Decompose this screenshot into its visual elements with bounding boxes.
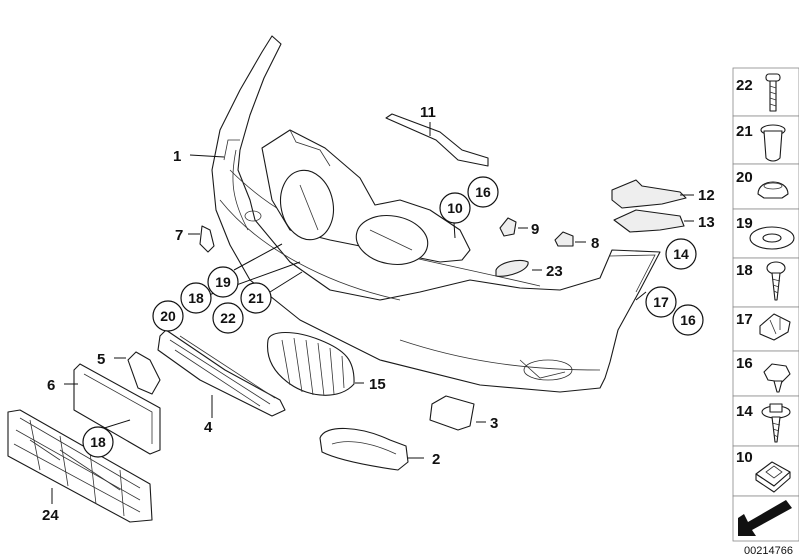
circled-callout-16-lower: 16: [672, 304, 704, 336]
svg-text:18: 18: [90, 434, 106, 450]
callout-7: 7: [175, 227, 183, 244]
circled-callout-18-lower: 18: [82, 426, 114, 458]
sidebar-cell-14: [732, 395, 799, 447]
svg-text:16: 16: [680, 312, 696, 328]
bumper-carrier-part: [261, 129, 471, 265]
hex-screw-icon: [763, 363, 791, 393]
callout-3: 3: [490, 415, 498, 432]
grommet-icon: [757, 181, 789, 199]
callout-24: 24: [42, 507, 59, 524]
svg-text:10: 10: [447, 200, 463, 216]
lower-grille-part: [157, 329, 286, 417]
callout-4: 4: [204, 419, 213, 436]
bracket-left-upper-part: [611, 179, 687, 209]
clip-8-part: [554, 231, 574, 247]
circled-callout-21: 21: [240, 282, 272, 314]
seal-strip-part: [385, 113, 489, 167]
clip-9-part: [499, 217, 517, 237]
bracket-left-lower-part: [613, 209, 685, 233]
circled-callout-17: 17: [645, 286, 677, 318]
callout-1: 1: [173, 148, 181, 165]
license-plate-base-part: [73, 363, 161, 455]
document-number: 00214766: [744, 545, 793, 557]
circled-callouts: 16 10 14 17 16 19 18 20: [82, 176, 704, 458]
callout-13: 13: [698, 214, 715, 231]
circled-callout-14: 14: [665, 238, 697, 270]
callout-11: 11: [420, 104, 436, 121]
svg-text:19: 19: [215, 274, 231, 290]
reflector-part: [199, 225, 215, 253]
trim-cover-part: [127, 351, 161, 395]
sidebar-label-22: 22: [736, 77, 753, 94]
callout-9: 9: [531, 221, 539, 238]
tapping-screw-icon: [766, 261, 786, 301]
carrier-frame-part: [7, 409, 153, 523]
callout-15: 15: [369, 376, 386, 393]
svg-text:14: 14: [673, 246, 689, 262]
flange-screw-icon: [761, 403, 791, 443]
circled-callout-19: 19: [207, 266, 239, 298]
callout-12: 12: [698, 187, 715, 204]
sidebar-label-20: 20: [736, 169, 753, 186]
sidebar-label-10: 10: [736, 449, 753, 466]
circled-callout-20: 20: [152, 300, 184, 332]
direction-arrow-icon: [738, 500, 792, 536]
callout-8: 8: [591, 235, 599, 252]
fastener-sidebar: 22 21 20 19 18 17 16 14 10: [732, 67, 799, 542]
fog-grille-part: [319, 427, 409, 471]
sidebar-label-16: 16: [736, 355, 753, 372]
screw-icon: [765, 73, 781, 112]
svg-text:20: 20: [160, 308, 176, 324]
sidebar-label-19: 19: [736, 215, 753, 232]
callout-6: 6: [47, 377, 55, 394]
expanding-rivet-icon: [760, 124, 786, 162]
svg-text:21: 21: [248, 290, 264, 306]
tow-hook-cover-part: [495, 259, 529, 277]
washer-icon: [749, 226, 795, 250]
callout-23: 23: [546, 263, 563, 280]
callout-2: 2: [432, 451, 440, 468]
circled-callout-16-upper: 16: [467, 176, 499, 208]
callout-5: 5: [97, 351, 105, 368]
sidebar-cell-18: [732, 257, 799, 308]
mount-bracket-part: [429, 395, 475, 431]
kidney-grille-part: [267, 331, 355, 397]
circled-callout-18-upper: 18: [180, 282, 212, 314]
sidebar-label-14: 14: [736, 403, 753, 420]
sidebar-label-21: 21: [736, 123, 753, 140]
svg-text:17: 17: [653, 294, 669, 310]
circled-callout-10: 10: [439, 192, 471, 224]
clip-nut-icon: [759, 313, 791, 341]
callout-labels: 1 2 3 4 5 6 7 8 9 11 12 13 15 23 24: [42, 104, 715, 524]
svg-text:18: 18: [188, 290, 204, 306]
square-nut-icon: [755, 461, 791, 493]
sidebar-label-17: 17: [736, 311, 753, 328]
circled-callout-22: 22: [212, 302, 244, 334]
svg-text:16: 16: [475, 184, 491, 200]
svg-text:22: 22: [220, 310, 236, 326]
sidebar-label-18: 18: [736, 262, 753, 279]
